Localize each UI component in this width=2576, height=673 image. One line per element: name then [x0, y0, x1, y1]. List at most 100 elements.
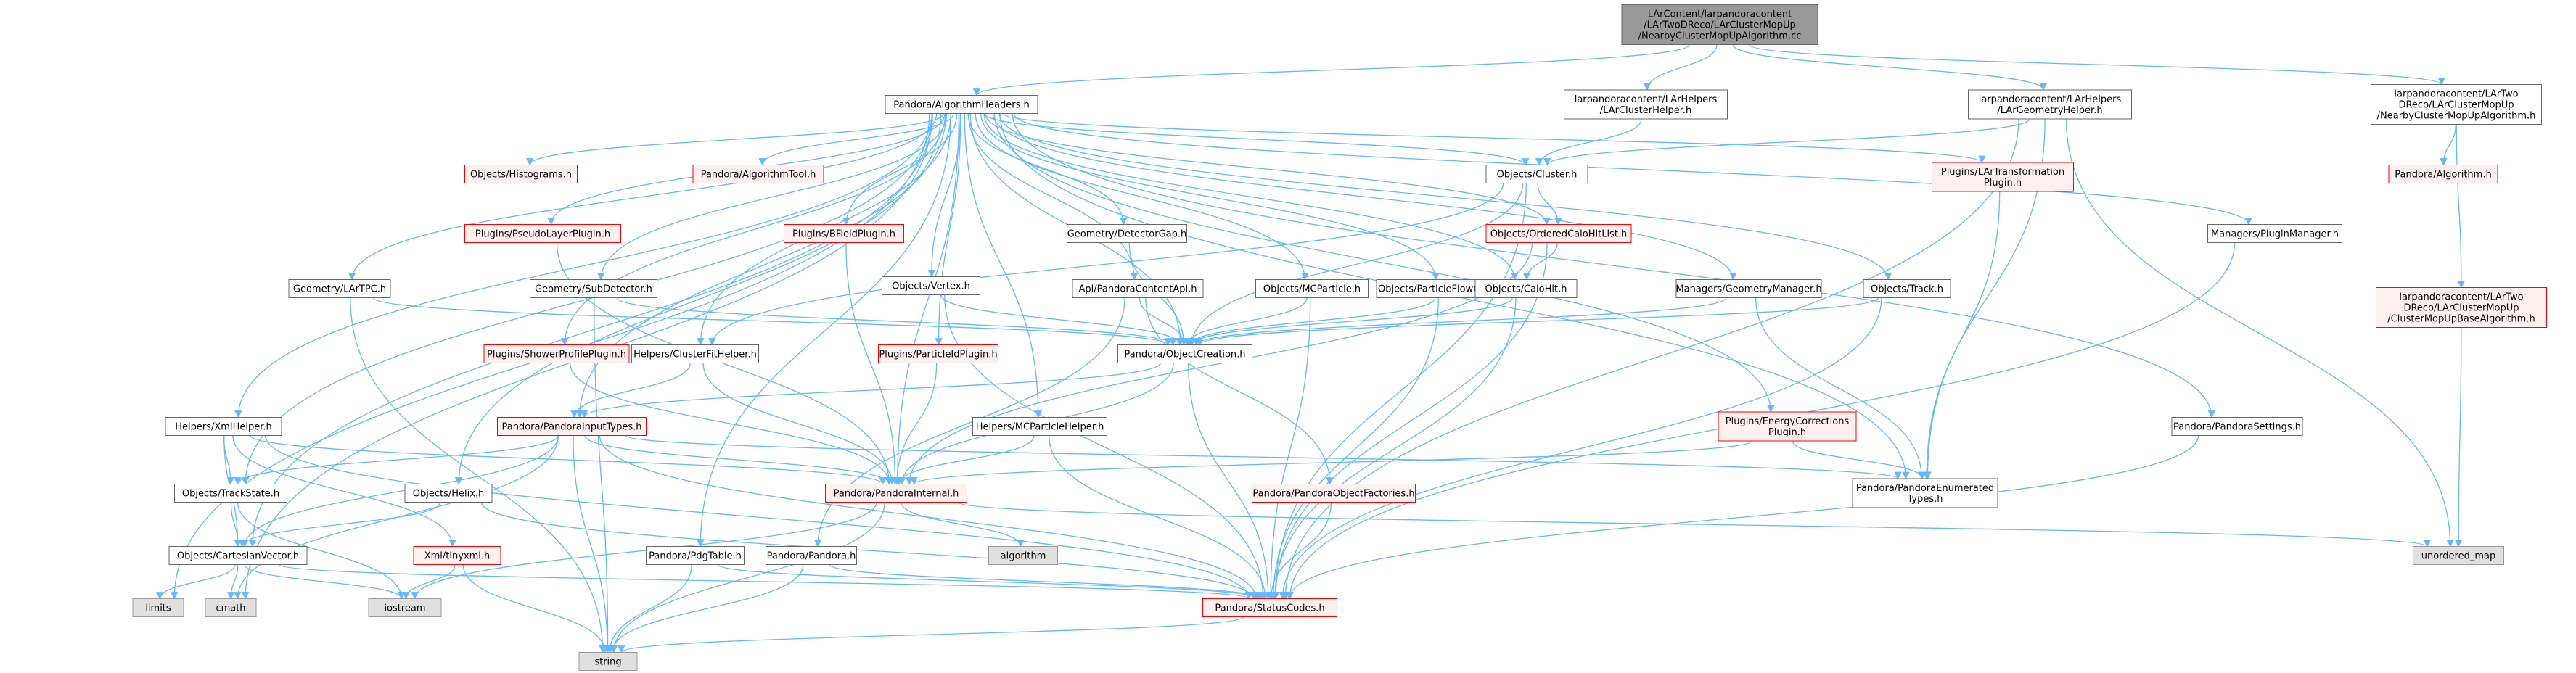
node-box[interactable] — [1564, 89, 1728, 120]
node-box[interactable] — [2388, 165, 2498, 183]
edge-object-creation-to-input-types — [580, 363, 1161, 418]
node-box[interactable] — [1932, 162, 2074, 192]
node-root[interactable]: LArContent/larpandoracontent/LArTwoDReco… — [1621, 4, 1818, 45]
node-box[interactable] — [784, 224, 904, 243]
node-lar-geometry-helper[interactable]: larpandoracontent/LArHelpers/LArGeometry… — [1968, 89, 2132, 120]
node-mcparticle-helper[interactable]: Helpers/MCParticleHelper.h — [972, 417, 1107, 436]
node-lartpc[interactable]: Geometry/LArTPC.h — [288, 279, 391, 298]
node-helix[interactable]: Objects/Helix.h — [404, 484, 493, 503]
node-box[interactable] — [825, 484, 967, 503]
node-box[interactable] — [1072, 279, 1204, 298]
node-algorithm-std[interactable]: algorithm — [988, 546, 1058, 565]
node-box[interactable] — [2376, 287, 2547, 328]
node-box[interactable] — [766, 546, 857, 565]
node-box[interactable] — [692, 165, 824, 183]
node-box[interactable] — [174, 484, 287, 503]
node-algorithm-tool[interactable]: Pandora/AlgorithmTool.h — [692, 165, 824, 183]
node-iostream[interactable]: iostream — [368, 598, 442, 617]
node-cluster[interactable]: Objects/Cluster.h — [1485, 165, 1588, 183]
node-box[interactable] — [1863, 279, 1951, 298]
node-box[interactable] — [1485, 165, 1588, 183]
node-label: Managers/GeometryManager.h — [1675, 284, 1821, 295]
node-pandora-h[interactable]: Pandora/Pandora.h — [766, 546, 857, 565]
node-box[interactable] — [464, 165, 578, 183]
node-box[interactable] — [1255, 279, 1369, 298]
node-box[interactable] — [404, 484, 493, 503]
node-box[interactable] — [2371, 84, 2542, 125]
node-box[interactable] — [165, 417, 282, 436]
node-box[interactable] — [1718, 411, 1857, 442]
node-box[interactable] — [882, 276, 980, 295]
node-box[interactable] — [464, 224, 621, 243]
node-unordered-map[interactable]: unordered_map — [2413, 546, 2504, 565]
node-box[interactable] — [2171, 417, 2303, 436]
node-shower-profile[interactable]: Plugins/ShowerProfilePlugin.h — [483, 344, 630, 363]
node-xml-tinyxml[interactable]: Xml/tinyxml.h — [413, 546, 501, 565]
node-cartesian-vector[interactable]: Objects/CartesianVector.h — [168, 546, 308, 565]
node-box[interactable] — [288, 279, 391, 298]
node-detector-gap[interactable]: Geometry/DetectorGap.h — [1067, 224, 1187, 243]
node-ordered-calo[interactable]: Objects/OrderedCaloHitList.h — [1485, 224, 1632, 243]
node-box[interactable] — [1202, 598, 1337, 617]
node-input-types[interactable]: Pandora/PandoraInputTypes.h — [497, 417, 647, 436]
node-box[interactable] — [885, 95, 1038, 114]
node-box[interactable] — [1968, 89, 2132, 120]
node-pandora-internal[interactable]: Pandora/PandoraInternal.h — [825, 484, 967, 503]
node-alg-headers[interactable]: Pandora/AlgorithmHeaders.h — [885, 95, 1038, 114]
node-calo-hit[interactable]: Objects/CaloHit.h — [1474, 279, 1578, 298]
node-box[interactable] — [1117, 344, 1252, 363]
node-content-api[interactable]: Api/PandoraContentApi.h — [1072, 279, 1204, 298]
node-box[interactable] — [1485, 224, 1632, 243]
node-vertex[interactable]: Objects/Vertex.h — [882, 276, 980, 295]
node-plugin-manager[interactable]: Managers/PluginManager.h — [2207, 224, 2342, 243]
node-object-creation[interactable]: Pandora/ObjectCreation.h — [1117, 344, 1252, 363]
node-histograms[interactable]: Objects/Histograms.h — [464, 165, 578, 183]
node-box[interactable] — [578, 652, 638, 671]
node-box[interactable] — [1852, 478, 1998, 508]
node-pandora-settings[interactable]: Pandora/PandoraSettings.h — [2171, 417, 2303, 436]
node-box[interactable] — [168, 546, 308, 565]
node-bfield[interactable]: Plugins/BFieldPlugin.h — [784, 224, 904, 243]
node-box[interactable] — [413, 546, 501, 565]
node-track-state[interactable]: Objects/TrackState.h — [174, 484, 287, 503]
node-track[interactable]: Objects/Track.h — [1863, 279, 1951, 298]
node-nearby-alg-h[interactable]: larpandoracontent/LArTwoDReco/LArCluster… — [2371, 84, 2542, 125]
node-limits[interactable]: limits — [132, 598, 184, 617]
node-box[interactable] — [646, 546, 745, 565]
node-object-factories[interactable]: Pandora/PandoraObjectFactories.h — [1252, 484, 1416, 503]
node-status-codes[interactable]: Pandora/StatusCodes.h — [1202, 598, 1337, 617]
node-box[interactable] — [483, 344, 630, 363]
node-box[interactable] — [1675, 279, 1822, 298]
node-box[interactable] — [530, 279, 657, 298]
node-box[interactable] — [878, 344, 998, 363]
node-box[interactable] — [132, 598, 184, 617]
node-box[interactable] — [972, 417, 1107, 436]
node-mc-particle[interactable]: Objects/MCParticle.h — [1255, 279, 1369, 298]
node-box[interactable] — [1474, 279, 1578, 298]
node-box[interactable] — [988, 546, 1058, 565]
node-pandora-algorithm[interactable]: Pandora/Algorithm.h — [2388, 165, 2498, 183]
node-sub-detector[interactable]: Geometry/SubDetector.h — [530, 279, 657, 298]
node-geometry-manager[interactable]: Managers/GeometryManager.h — [1675, 279, 1822, 298]
node-particle-id[interactable]: Plugins/ParticleIdPlugin.h — [878, 344, 998, 363]
node-box[interactable] — [368, 598, 442, 617]
node-pseudo-layer[interactable]: Plugins/PseudoLayerPlugin.h — [464, 224, 621, 243]
node-box[interactable] — [497, 417, 647, 436]
node-box[interactable] — [1621, 4, 1818, 45]
node-xml-helper[interactable]: Helpers/XmlHelper.h — [165, 417, 282, 436]
node-box[interactable] — [205, 598, 257, 617]
node-base-alg-h[interactable]: larpandoracontent/LArTwoDReco/LArCluster… — [2376, 287, 2547, 328]
node-box[interactable] — [1252, 484, 1416, 503]
node-box[interactable] — [1067, 224, 1187, 243]
node-box[interactable] — [2207, 224, 2342, 243]
node-pdg-table[interactable]: Pandora/PdgTable.h — [646, 546, 745, 565]
node-lar-cluster-helper[interactable]: larpandoracontent/LArHelpers/LArClusterH… — [1564, 89, 1728, 120]
node-string[interactable]: string — [578, 652, 638, 671]
node-box[interactable] — [2413, 546, 2504, 565]
node-cluster-fit-helper[interactable]: Helpers/ClusterFitHelper.h — [631, 344, 759, 363]
node-box[interactable] — [631, 344, 759, 363]
node-cmath[interactable]: cmath — [205, 598, 257, 617]
